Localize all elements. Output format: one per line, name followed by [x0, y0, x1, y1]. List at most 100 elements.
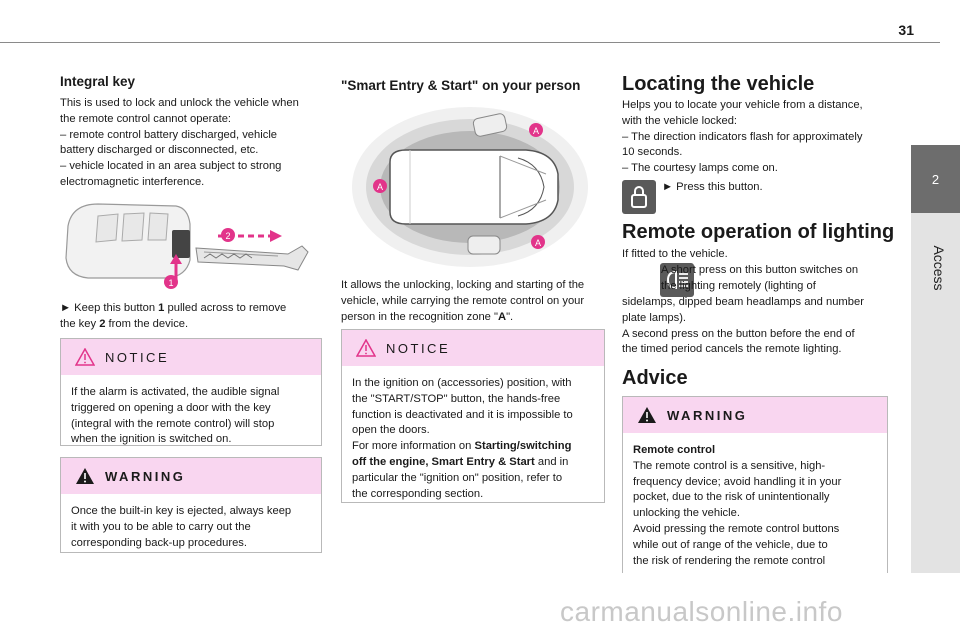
text-line: Helps you to locate your vehicle from a …	[622, 99, 863, 111]
text-run: pulled across to remove	[164, 302, 287, 314]
notice-header: NOTICE	[61, 339, 321, 375]
integral-key-intro: This is used to lock and unlock the vehi…	[60, 96, 328, 191]
text-run: off the engine, Smart Entry & Start	[352, 455, 535, 468]
text-line: In the ignition on (accessories) positio…	[352, 377, 572, 389]
text-line: This is used to lock and unlock the vehi…	[60, 97, 299, 109]
smart-entry-heading: "Smart Entry & Start" on your person	[341, 78, 581, 93]
text-line: A second press on the button before the …	[622, 327, 855, 340]
text-line: – remote control battery discharged, veh…	[60, 128, 278, 141]
text-line: battery discharged or disconnected, etc.	[60, 144, 259, 157]
text-line: electromagnetic interference.	[60, 175, 205, 188]
callout-badge-2	[221, 228, 235, 242]
recognition-zone-illustration: A A A	[352, 107, 588, 267]
warning-header: WARNING	[623, 397, 887, 433]
lighting-fitted: If fitted to the vehicle.	[622, 248, 728, 260]
warning-box: WARNING Remote control The remote contro…	[622, 396, 888, 573]
text-line: unlocking the vehicle.	[633, 507, 740, 520]
callout-badge-1	[164, 275, 178, 289]
page-number: 31	[898, 22, 914, 38]
text-run: from the device.	[105, 317, 189, 330]
warning-triangle-icon	[356, 339, 376, 357]
text-line: – The direction indicators flash for app…	[622, 130, 863, 143]
zone-badge	[373, 179, 387, 193]
locate-step: ► Press this button.	[662, 181, 763, 193]
text-line: open the doors.	[352, 424, 430, 437]
text-line: function is deactivated and it is imposs…	[352, 408, 573, 421]
text-line: while out of range of the vehicle, due t…	[633, 538, 828, 551]
warning-subtitle: Remote control	[633, 444, 716, 456]
text-line: plate lamps).	[622, 311, 687, 324]
text-run: Starting/switching	[474, 440, 572, 453]
text-run: the key	[60, 317, 100, 330]
notice-box: NOTICE In the ignition on (accessories) …	[341, 329, 605, 503]
lock-button-icon	[622, 180, 656, 214]
text-line: the timed period cancels the remote ligh…	[622, 343, 842, 356]
notice-title: NOTICE	[105, 349, 170, 365]
text-line: frequency device; avoid handling it in y…	[633, 475, 842, 488]
text-line: It allows the unlocking, locking and sta…	[341, 279, 585, 291]
section-tab-number: 2	[931, 171, 940, 187]
integral-key-heading: Integral key	[60, 74, 136, 89]
text-line: Avoid pressing the remote control button…	[633, 522, 840, 535]
lighting-heading: Remote operation of lighting	[622, 221, 895, 243]
warning-triangle-icon	[75, 348, 95, 366]
callout-label-2: 2	[225, 231, 230, 241]
zone-badge	[531, 235, 545, 249]
text-line: with the vehicle locked:	[622, 114, 738, 127]
text-run: and in	[534, 455, 569, 468]
text-line: – vehicle located in an area subject to …	[60, 160, 282, 173]
text-run: 2	[99, 317, 106, 330]
text-line: the risk of rendering the remote control	[633, 554, 826, 567]
text-line: The remote control is a sensitive, high-	[633, 459, 826, 472]
text-run: ".	[506, 310, 514, 323]
zone-label: A	[533, 126, 539, 136]
text-line: the remote control cannot operate:	[60, 112, 232, 125]
warning-header: WARNING	[61, 458, 321, 494]
warning-triangle-icon	[638, 407, 656, 423]
text-line: the "START/STOP" button, the hands-free	[352, 392, 561, 405]
callout-label-1: 1	[168, 278, 173, 288]
zone-label: A	[377, 182, 383, 192]
text-run: 1	[158, 302, 165, 314]
locating-heading: Locating the vehicle	[622, 73, 815, 95]
lighting-text-indent: A short press on this button switches on…	[661, 263, 897, 295]
text-line: triggered on opening a door with the key	[71, 401, 271, 414]
notice-header: NOTICE	[342, 330, 604, 366]
text-line: If the alarm is activated, the audible s…	[71, 386, 280, 398]
text-line: A short press on this button switches on	[661, 264, 859, 276]
text-line: the corresponding section.	[352, 487, 484, 500]
section-tab-strip	[911, 213, 960, 573]
zone-label: A	[535, 238, 541, 248]
lighting-text: sidelamps, dipped beam headlamps and num…	[622, 295, 892, 358]
section-tab[interactable]: 2	[911, 145, 960, 213]
remote-control-icon	[467, 235, 501, 255]
text-run: A	[497, 310, 507, 323]
warning-box: WARNING Once the built-in key is ejected…	[60, 457, 322, 553]
text-line: sidelamps, dipped beam headlamps and num…	[622, 296, 864, 308]
notice-title: NOTICE	[386, 340, 451, 356]
warning-title: WARNING	[667, 407, 748, 423]
zone-badge	[529, 123, 543, 137]
advice-heading: Advice	[622, 367, 688, 389]
warning-title: WARNING	[105, 468, 186, 484]
text-line: pocket, due to the risk of unintentional…	[633, 491, 830, 504]
text-line: corresponding back-up procedures.	[71, 536, 247, 549]
text-run: For more information on	[352, 440, 475, 453]
text-line: (integral with the remote control) will …	[71, 417, 275, 430]
text-line: – The courtesy lamps come on.	[622, 162, 778, 175]
headlamp-button-icon	[660, 263, 695, 297]
text-line: the lighting remotely (lighting of	[661, 279, 816, 292]
text-run: person in the recognition zone "	[341, 310, 498, 323]
locating-text: Helps you to locate your vehicle from a …	[622, 98, 892, 177]
notice-box: NOTICE If the alarm is activated, the au…	[60, 338, 322, 446]
text-line: it with you to be able to carry out the	[71, 520, 251, 533]
integral-key-step: ► Keep this button 1 pulled across to re…	[60, 301, 328, 333]
text-line: vehicle, while carrying the remote contr…	[341, 294, 585, 307]
header-rule	[0, 42, 940, 43]
remote-control-icon	[472, 113, 508, 137]
text-run: ► Keep this button	[60, 302, 159, 314]
text-line: when the ignition is switched on.	[71, 433, 232, 446]
integral-key-illustration: 1 2	[65, 203, 309, 289]
smart-entry-text: It allows the unlocking, locking and sta…	[341, 278, 609, 325]
text-line: Once the built-in key is ejected, always…	[71, 505, 292, 517]
